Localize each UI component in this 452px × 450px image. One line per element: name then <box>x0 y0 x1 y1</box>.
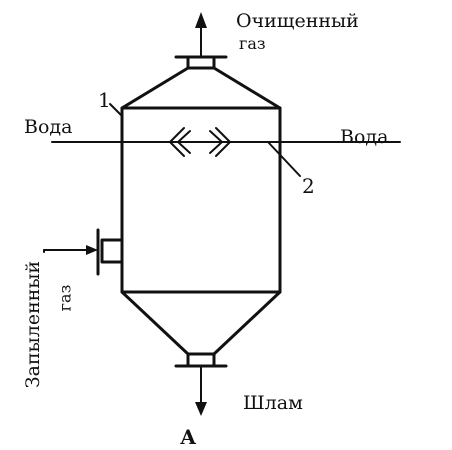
dusty-gas-label-line1: Запыленный <box>22 260 45 389</box>
arrowhead-up <box>195 12 207 28</box>
right-spray-nozzle <box>215 127 231 157</box>
water-label-right: Вода <box>340 126 389 148</box>
dusty-gas-label-line2: газ <box>55 284 75 312</box>
marker-1: 1 <box>98 88 111 112</box>
bottom-nozzle <box>186 352 216 368</box>
top-cone <box>120 66 282 110</box>
vessel-body <box>120 106 282 294</box>
section-a-label: А <box>180 425 197 449</box>
arrowhead-right <box>86 245 98 255</box>
left-spray-nozzle <box>169 127 185 157</box>
bottom-cone <box>120 290 282 356</box>
leader-2 <box>267 141 301 177</box>
leader-1 <box>109 103 123 117</box>
top-nozzle <box>186 55 216 70</box>
marker-2: 2 <box>302 174 315 198</box>
water-label-left: Вода <box>24 116 73 138</box>
clean-gas-label-line1: Очищенный <box>236 10 359 32</box>
inlet-nozzle <box>100 238 124 264</box>
clean-gas-label-line2: газ <box>239 34 266 53</box>
sludge-label: Шлам <box>243 392 303 414</box>
arrowhead-down <box>195 402 207 416</box>
